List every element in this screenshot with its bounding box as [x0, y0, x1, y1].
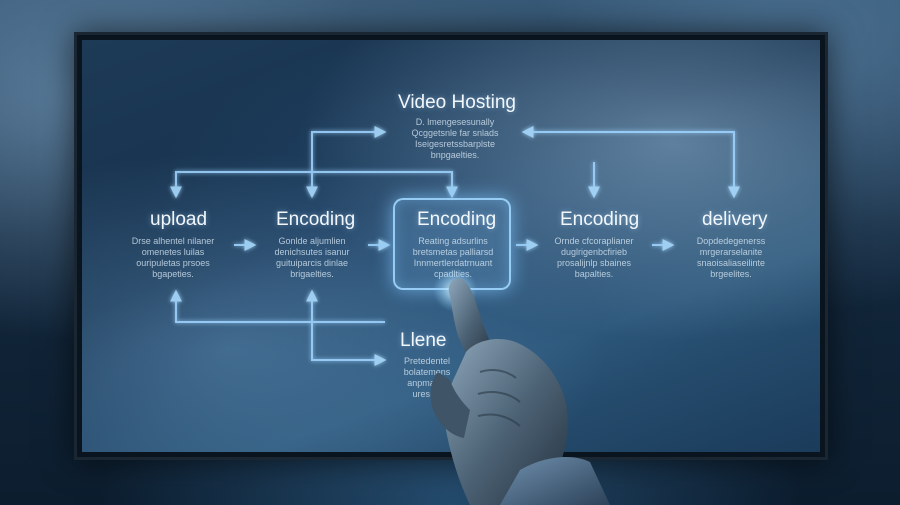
node-title-delivery: delivery — [702, 209, 768, 230]
node-desc-video-hosting: D. lmengesesunally Qcggetsnle far snlads… — [411, 117, 499, 160]
node-desc-bottom: Pretedentel bolatemens anpmaibe uresels — [403, 356, 451, 399]
index-finger — [448, 278, 494, 362]
node-title-encoding-3: Encoding — [560, 209, 640, 230]
node-title-bottom: Llene — [400, 330, 447, 351]
node-desc-encoding-3: Ornde cfcoraplianer duglrigenbcfirieb pr… — [554, 236, 634, 279]
node-title-encoding-2[interactable]: Encoding — [417, 209, 497, 230]
node-desc-upload: Drse alhentel nilaner omenetes luilas ou… — [131, 236, 215, 279]
connector-encoding1-hosting — [306, 126, 387, 199]
node-desc-encoding-1: Gonlde aljumlien denichsutes isanur guit… — [274, 236, 350, 279]
node-title-video-hosting: Video Hosting — [398, 92, 516, 113]
connector-encoding1-bottom — [306, 289, 387, 366]
node-title-encoding-1: Encoding — [276, 209, 356, 230]
connector-hosting-delivery — [521, 126, 740, 199]
thumb — [430, 372, 470, 438]
node-title-upload: upload — [150, 209, 208, 230]
node-desc-delivery: Dopdedegenerss mrgerarselanite snaoisali… — [696, 236, 766, 279]
